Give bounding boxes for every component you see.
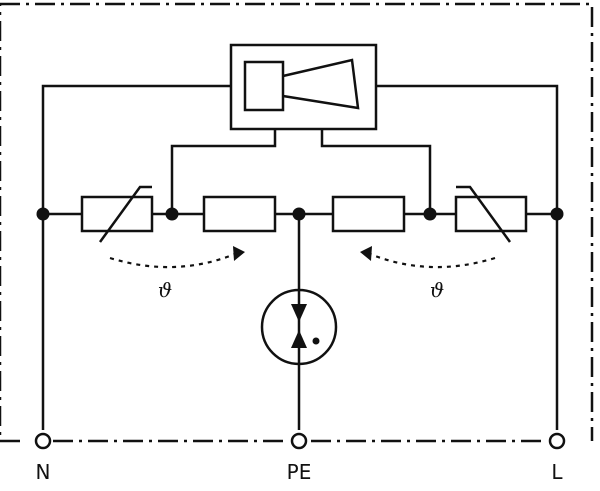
junction-n: [36, 207, 50, 221]
thermal-arrowhead-left: [233, 246, 245, 261]
gdt-dot: [312, 337, 320, 345]
junction-l: [550, 207, 564, 221]
terminal-pe: [290, 432, 308, 450]
thermal-arrowhead-right: [360, 246, 372, 261]
junction-left: [165, 207, 179, 221]
enclosure-frame: [0, 2, 594, 443]
junction-right: [423, 207, 437, 221]
thermal-coupling-right-arc: [369, 252, 496, 269]
gdt-arrow-down: [291, 304, 307, 322]
wire-module-to-left-junction: [170, 129, 277, 214]
gdt-arrow-up: [291, 330, 307, 348]
varistor-left: [80, 195, 154, 233]
terminal-l-label: L: [551, 460, 563, 484]
indicator-horn-icon: [282, 58, 360, 110]
terminal-n-label: N: [35, 460, 51, 484]
terminal-l: [548, 432, 566, 450]
wire-module-to-n: [41, 84, 231, 430]
thermal-symbol-left: ϑ: [158, 278, 172, 302]
wire-module-to-right-junction: [320, 129, 432, 214]
indicator-inner-square: [243, 60, 285, 112]
thermal-symbol-right: ϑ: [430, 278, 444, 302]
wire-module-to-l: [376, 84, 559, 430]
thermal-coupling-left-arc: [109, 252, 236, 269]
varistor-left-slope: [98, 185, 152, 243]
varistor-right-slope: [456, 185, 512, 243]
junction-pe: [292, 207, 306, 221]
thermal-fuse-right: [331, 195, 406, 233]
thermal-fuse-left: [202, 195, 277, 233]
terminal-n: [34, 432, 52, 450]
terminal-pe-label: PE: [286, 460, 312, 484]
